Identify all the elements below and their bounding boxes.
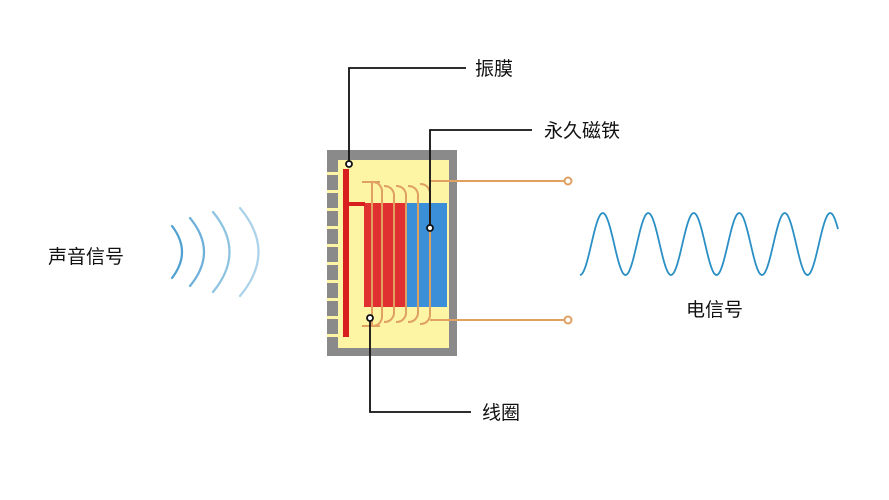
permanent-magnet-label: 永久磁铁 — [544, 120, 620, 142]
sound-wave-arc-2 — [188, 216, 206, 288]
diaphragm — [343, 169, 349, 337]
sound-waves-icon — [170, 206, 260, 298]
permanent-magnet — [407, 203, 447, 307]
sine-wave-icon — [579, 212, 839, 276]
diaphragm-connector — [349, 202, 365, 206]
coil-leads — [430, 176, 573, 325]
electric-signal-label: 电信号 — [686, 299, 743, 321]
leader-lines — [345, 67, 532, 413]
sound-wave-arc-4 — [238, 206, 260, 298]
coil-core — [364, 203, 407, 307]
terminal-top — [563, 176, 573, 186]
sound-signal-label: 声音信号 — [48, 246, 124, 268]
sound-wave-arc-3 — [211, 210, 231, 294]
diaphragm-label: 振膜 — [475, 58, 513, 80]
coil-label: 线圈 — [482, 402, 520, 424]
coil-windings — [362, 181, 431, 327]
terminal-bottom — [563, 315, 573, 325]
housing-vents — [327, 172, 338, 337]
sound-wave-arc-1 — [170, 224, 184, 280]
